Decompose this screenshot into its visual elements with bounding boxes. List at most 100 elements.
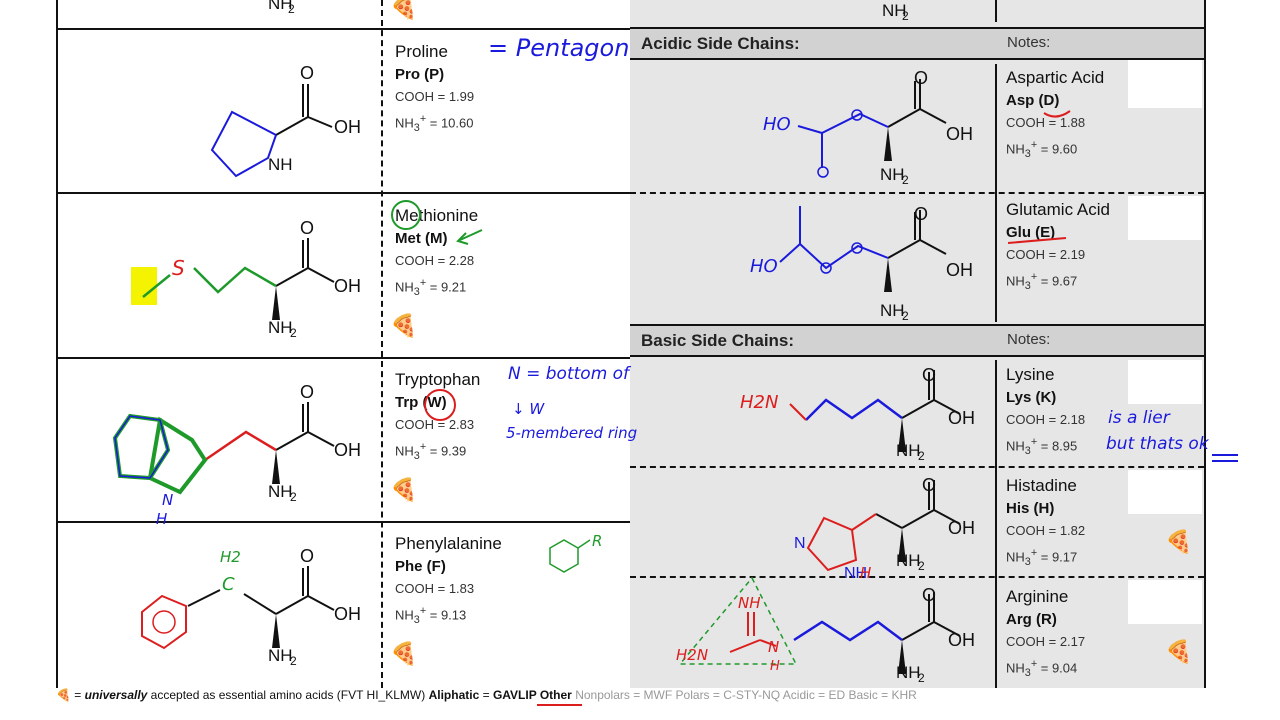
left-amino-acid-table — [56, 0, 634, 688]
svg-text:HO: HO — [763, 114, 791, 135]
svg-text:O: O — [922, 365, 936, 385]
svg-text:2: 2 — [902, 173, 909, 187]
handwritten-note: is a lier — [1108, 408, 1170, 428]
svg-text:H: H — [770, 659, 780, 674]
arginine-info: Arginine Arg (R) COOH = 2.17 NH3+ = 9.04 — [1006, 585, 1085, 684]
nh3-pka: NH3+ = 9.17 — [1006, 547, 1078, 568]
notes-box — [1128, 60, 1202, 108]
histadine-structure: O OH NH 2 N NH H — [794, 475, 975, 582]
nh3-pka: NH3+ = 9.39 — [395, 441, 467, 462]
svg-text:2: 2 — [290, 654, 297, 668]
nh3-pka: NH3+ = 10.60 — [395, 113, 474, 134]
svg-text:2: 2 — [290, 326, 297, 340]
phenylalanine-structure: O OH NH 2 H2 C R — [141, 532, 602, 668]
amino-acid-abbreviation: His (H) — [1006, 500, 1055, 517]
svg-text:NH: NH — [896, 663, 921, 682]
svg-text:NH: NH — [268, 482, 293, 501]
amino-acid-name: Phenylalanine — [395, 534, 502, 553]
cooh-pka: COOH = 2.17 — [1006, 634, 1086, 649]
nh3-pka: NH3+ = 8.95 — [1006, 436, 1078, 457]
row-divider — [630, 466, 1204, 468]
svg-text:O: O — [914, 204, 928, 224]
handwritten-note: = Pentagon — [488, 34, 630, 62]
svg-text:2: 2 — [290, 490, 297, 504]
svg-text:2: 2 — [918, 671, 925, 685]
lysine-info: Lysine Lys (K) COOH = 2.18 NH3+ = 8.95 — [1006, 363, 1085, 462]
svg-text:NH: NH — [268, 318, 293, 337]
row-divider — [56, 521, 632, 523]
svg-text:NH: NH — [896, 441, 921, 460]
amino-acid-abbreviation: Phe (F) — [395, 558, 446, 575]
row-divider — [630, 192, 1204, 194]
svg-text:N: N — [162, 491, 173, 509]
svg-text:NH: NH — [880, 165, 905, 184]
circle-annotation — [424, 389, 456, 421]
cooh-pka: COOH = 2.19 — [1006, 247, 1086, 262]
nh3-pka: NH3+ = 9.67 — [1006, 271, 1078, 292]
svg-text:HO: HO — [750, 256, 778, 277]
svg-text:NH: NH — [880, 301, 905, 320]
handwritten-note: 5-membered ring — [506, 424, 638, 442]
svg-text:2: 2 — [902, 9, 909, 23]
svg-text:OH: OH — [334, 440, 361, 460]
amino-acid-name: Tryptophan — [395, 370, 481, 389]
pizza-icon: 🍕 — [390, 313, 418, 338]
aspartic-acid-structure: O OH NH 2 HO — [763, 68, 973, 187]
amino-acid-abbreviation: Glu (E) — [1006, 224, 1056, 241]
section-title: Acidic Side Chains: — [641, 34, 800, 53]
svg-text:OH: OH — [334, 117, 361, 137]
tryptophan-info: Tryptophan Trp (W) COOH = 2.83 NH3+ = 9.… — [395, 368, 480, 467]
svg-text:OH: OH — [334, 604, 361, 624]
svg-text:H: H — [156, 510, 167, 528]
row-divider — [56, 357, 632, 359]
cooh-pka: COOH = 1.82 — [1006, 523, 1086, 538]
nh3-pka: NH3+ = 9.13 — [395, 605, 467, 626]
amino-acid-name: Methionine — [395, 206, 479, 225]
svg-text:NH: NH — [844, 565, 867, 582]
pizza-icon: 🍕 — [1165, 639, 1193, 664]
amino-acid-name: Proline — [395, 42, 448, 61]
methionine-structure: O OH NH 2 S — [131, 218, 361, 340]
cooh-pka: COOH = 2.28 — [395, 253, 475, 268]
amino-acid-abbreviation: Trp (W) — [395, 394, 447, 411]
histadine-info: Histadine His (H) COOH = 1.82 NH3+ = 9.1… — [1006, 474, 1085, 573]
nh3-pka: NH3+ = 9.21 — [395, 277, 467, 298]
svg-text:OH: OH — [946, 260, 973, 280]
amino-acid-abbreviation: Met (M) — [395, 230, 448, 247]
amino-acid-abbreviation: Lys (K) — [1006, 389, 1057, 406]
phenylalanine-info: Phenylalanine Phe (F) COOH = 1.83 NH3+ =… — [395, 532, 502, 631]
svg-text:2: 2 — [902, 309, 909, 323]
arginine-structure: O OH NH 2 NH H2N N H — [676, 576, 975, 685]
legend-footer: 🍕 = universally accepted as essential am… — [56, 688, 917, 702]
svg-text:O: O — [300, 63, 314, 83]
pizza-icon: 🍕 — [390, 641, 418, 666]
svg-text:N: N — [768, 638, 779, 656]
column-divider — [995, 64, 997, 322]
row-divider — [56, 28, 632, 30]
lysine-structure: O OH NH 2 H2N — [740, 365, 975, 463]
amino-acid-name: Aspartic Acid — [1006, 68, 1105, 87]
amino-acid-name: Arginine — [1006, 587, 1069, 606]
row-divider — [56, 192, 632, 194]
handwritten-note: N = bottom of — [508, 364, 630, 384]
basic-section-header: Basic Side Chains: Notes: — [630, 324, 1204, 357]
cooh-pka: COOH = 1.99 — [395, 89, 475, 104]
svg-text:O: O — [300, 546, 314, 566]
svg-text:OH: OH — [334, 276, 361, 296]
underline-annotation — [1043, 110, 1071, 118]
acidic-section-header: Acidic Side Chains: Notes: — [630, 27, 1204, 60]
nh3-pka: NH3+ = 9.04 — [1006, 658, 1078, 679]
notes-box — [1128, 580, 1202, 624]
svg-text:NH: NH — [268, 155, 293, 174]
svg-text:O: O — [922, 475, 936, 495]
amino-acid-abbreviation: Asp (D) — [1006, 92, 1060, 109]
cooh-pka: COOH = 2.83 — [395, 417, 475, 432]
svg-text:2: 2 — [288, 2, 295, 16]
amino-acid-name: Glutamic Acid — [1006, 200, 1110, 219]
amino-acid-name: Lysine — [1006, 365, 1055, 384]
pizza-icon: 🍕 — [1165, 529, 1193, 554]
pizza-icon: 🍕 — [56, 688, 71, 702]
svg-text:S: S — [172, 256, 185, 280]
svg-text:O: O — [914, 68, 928, 88]
notes-label: Notes: — [1007, 34, 1051, 51]
